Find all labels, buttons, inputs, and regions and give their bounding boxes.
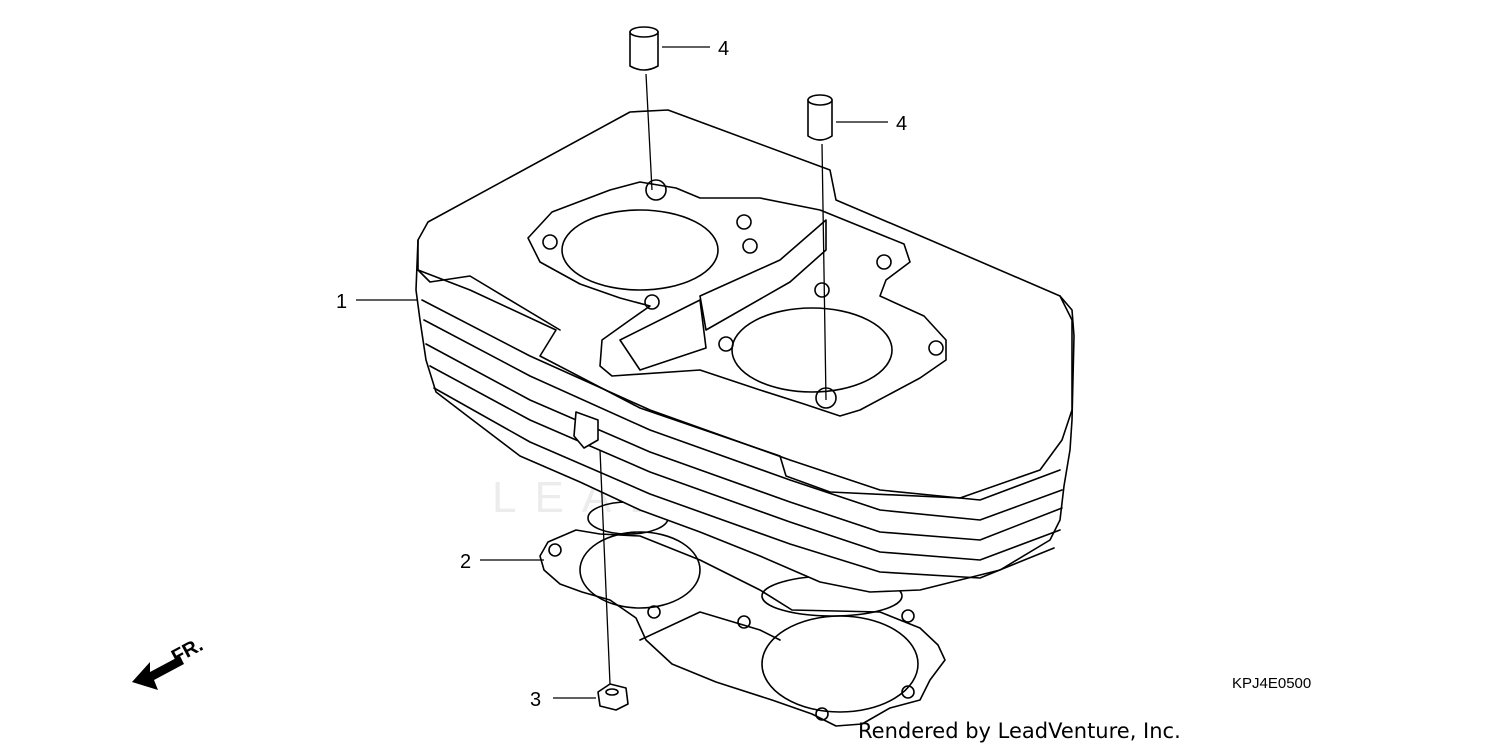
front-direction-indicator: FR. [132,634,207,690]
callout-4-left: 4 [718,38,729,60]
cylinder-nut [597,683,629,711]
dowel-pin-left [629,26,659,71]
callout-4-right: 4 [896,113,907,135]
axis-line-right [821,143,827,401]
base-gasket [539,529,946,727]
axis-line-left [645,73,653,191]
dowel-pin-right [807,94,833,141]
part-code: KPJ4E0500 [1232,675,1311,692]
leader-lines [356,46,888,699]
cylinder-block [415,109,1075,617]
front-arrow-icon [132,656,184,690]
axis-line-nut [599,449,611,685]
callout-2: 2 [460,551,471,573]
callout-1: 1 [336,291,347,313]
callout-3: 3 [530,689,541,711]
render-credit: Rendered by LeadVenture, Inc. [858,719,1181,743]
